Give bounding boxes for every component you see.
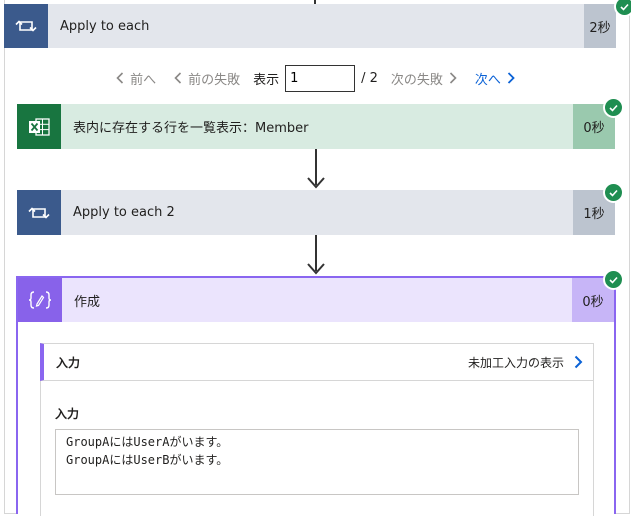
inputs-section-body: 入力 GroupAにはUserAがいます。 GroupAにはUserBがいます。 (40, 381, 594, 516)
inputs-value-line: GroupAにはUserAがいます。 (66, 435, 229, 449)
compose-title: 作成 (74, 294, 101, 310)
apply-to-each-header[interactable]: Apply to each 2秒 (4, 4, 616, 48)
prev-failure-label: 前の失敗 (188, 72, 241, 88)
success-check-icon (603, 182, 624, 203)
apply-to-each-2-title: Apply to each 2 (73, 205, 175, 220)
show-raw-inputs-link[interactable]: 未加工入力の表示 (468, 354, 583, 371)
page-total-label: / 2 (361, 70, 378, 86)
compose-icon (18, 278, 62, 322)
excel-icon (17, 104, 61, 149)
next-label: 次へ (474, 72, 501, 88)
apply-to-each-duration: 2秒 (584, 4, 616, 48)
excel-list-rows-card[interactable]: 表内に存在する行を一覧表示：Member 0秒 (17, 104, 615, 149)
next-failure-button[interactable]: 次の失敗 (391, 69, 457, 88)
chevron-right-icon (574, 355, 583, 369)
prev-button[interactable]: 前へ (116, 69, 156, 88)
prev-failure-button[interactable]: 前の失敗 (174, 69, 240, 88)
loop-icon (4, 4, 48, 48)
compose-card: 作成 0秒 入力 未加工入力の表示 入力 GroupAにはUserAがいます。 … (16, 276, 616, 516)
success-check-icon (614, 0, 631, 17)
next-button[interactable]: 次へ (475, 69, 515, 88)
apply-to-each-title: Apply to each (60, 18, 150, 34)
success-check-icon (603, 97, 624, 118)
run-pager: 前へ 前の失敗 表示 / 2 次の失敗 次へ (0, 62, 631, 94)
loop-icon (17, 190, 61, 235)
arrow-down-icon (307, 177, 325, 189)
chevron-left-icon (116, 72, 124, 84)
inputs-section-header[interactable]: 入力 未加工入力の表示 (40, 343, 594, 381)
page-number-input[interactable] (285, 64, 356, 92)
flow-arrow-line (315, 235, 317, 271)
show-label: 表示 (253, 72, 280, 88)
inputs-value-line: GroupAにはUserBがいます。 (66, 453, 229, 467)
inputs-section-title: 入力 (56, 355, 81, 370)
compose-header[interactable]: 作成 0秒 (18, 278, 614, 322)
success-check-icon (603, 269, 624, 290)
chevron-right-icon (507, 72, 515, 84)
excel-step-title: 表内に存在する行を一覧表示：Member (73, 121, 309, 136)
inputs-label: 入力 (55, 407, 80, 421)
inputs-value-box[interactable]: GroupAにはUserAがいます。 GroupAにはUserBがいます。 (55, 429, 579, 495)
connector-line (314, 0, 316, 4)
next-failure-label: 次の失敗 (390, 72, 443, 88)
show-raw-inputs-label: 未加工入力の表示 (467, 355, 564, 370)
flow-arrow-line (315, 149, 317, 185)
chevron-left-icon (174, 72, 182, 84)
arrow-down-icon (307, 263, 325, 275)
apply-to-each-2-card[interactable]: Apply to each 2 1秒 (17, 190, 615, 235)
chevron-right-icon (449, 72, 457, 84)
prev-label: 前へ (130, 72, 157, 88)
